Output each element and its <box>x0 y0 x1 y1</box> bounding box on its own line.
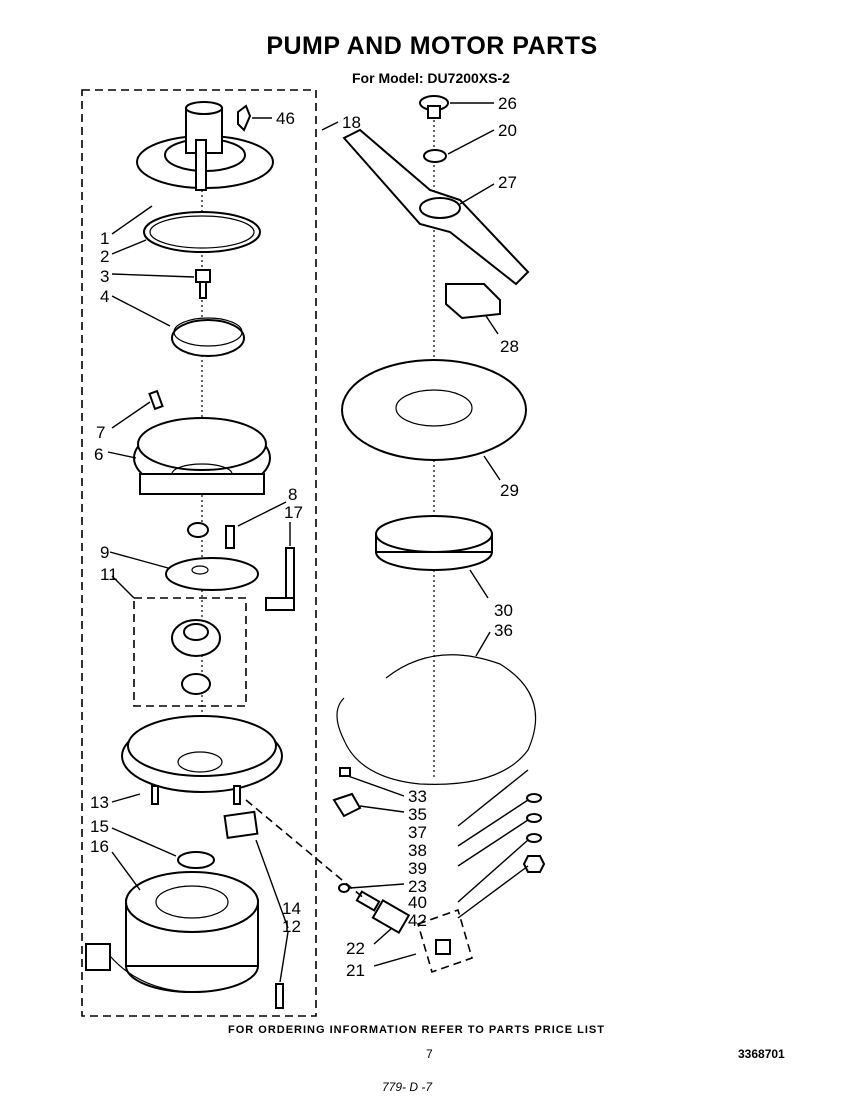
callout-36: 36 <box>494 621 513 640</box>
callout-46: 46 <box>276 109 295 128</box>
callout-labels: 1 2 3 4 7 6 8 17 9 11 13 15 16 14 12 46 … <box>90 94 519 980</box>
washer-38 <box>526 813 542 823</box>
callout-12: 12 <box>282 917 301 936</box>
washer-8 <box>187 522 209 538</box>
pump-housing-top <box>136 101 274 191</box>
cap-26 <box>419 95 449 119</box>
washer-20 <box>423 149 447 163</box>
disc-4 <box>171 319 245 357</box>
clip-46 <box>237 104 252 132</box>
callout-14: 14 <box>282 899 301 918</box>
leader-lines <box>107 102 529 983</box>
grommet-23 <box>338 883 350 893</box>
document-number: 3368701 <box>738 1047 785 1061</box>
bracket-35 <box>332 792 362 818</box>
model-subtitle: For Model: DU7200XS-2 <box>352 70 510 86</box>
filter-disc-29 <box>341 359 527 461</box>
motor-16 <box>85 871 259 993</box>
callout-1: 1 <box>100 229 109 248</box>
clip-28 <box>445 283 501 320</box>
callout-13: 13 <box>90 793 109 812</box>
callout-18: 18 <box>342 113 361 132</box>
clip-21 <box>435 939 451 955</box>
callout-26: 26 <box>498 94 517 113</box>
rod-17 <box>265 547 295 611</box>
page-number: 7 <box>426 1047 433 1061</box>
callout-29: 29 <box>500 481 519 500</box>
screw-8 <box>225 525 235 549</box>
heater-element-36 <box>336 654 537 785</box>
washer-15 <box>177 851 215 869</box>
page-title: PUMP AND MOTOR PARTS <box>266 32 598 60</box>
callout-35: 35 <box>408 805 427 824</box>
washer-37 <box>526 793 542 803</box>
bolt-12 <box>275 983 284 1009</box>
callout-15: 15 <box>90 817 109 836</box>
block-14 <box>223 810 259 839</box>
sensor-22 <box>355 890 411 935</box>
nut-33 <box>339 767 351 777</box>
motor-mount-13 <box>121 715 283 805</box>
callout-7: 7 <box>96 423 105 442</box>
callout-21: 21 <box>346 961 365 980</box>
hub-27 <box>419 197 461 219</box>
callout-27: 27 <box>498 173 517 192</box>
callout-4: 4 <box>100 287 109 306</box>
callout-8: 8 <box>288 485 297 504</box>
pin-7 <box>148 389 164 411</box>
callout-37: 37 <box>408 823 427 842</box>
ordering-note: FOR ORDERING INFORMATION REFER TO PARTS … <box>228 1024 605 1036</box>
callout-38: 38 <box>408 841 427 860</box>
callout-22: 22 <box>346 939 365 958</box>
pump-motor-assembly-boundary <box>81 89 317 1017</box>
callout-6: 6 <box>94 445 103 464</box>
callout-33: 33 <box>408 787 427 806</box>
callout-11: 11 <box>100 565 118 584</box>
callout-28: 28 <box>500 337 519 356</box>
washer-39 <box>526 833 542 843</box>
impeller-group-boundary <box>133 597 247 707</box>
callout-3: 3 <box>100 267 109 286</box>
impeller-11 <box>171 619 221 695</box>
pump-body-6 <box>133 417 271 495</box>
bracket-group-boundary <box>417 908 473 974</box>
nut-40 <box>522 855 546 873</box>
callout-16: 16 <box>90 837 109 856</box>
callout-39: 39 <box>408 859 427 878</box>
callout-9: 9 <box>100 543 109 562</box>
seal-ring-2 <box>143 211 261 253</box>
callout-42: 42 <box>408 911 427 930</box>
callout-23: 23 <box>408 877 427 896</box>
screw-3 <box>195 269 211 299</box>
callout-30: 30 <box>494 601 513 620</box>
callout-2: 2 <box>100 247 109 266</box>
callout-17: 17 <box>284 503 303 522</box>
callout-20: 20 <box>498 121 517 140</box>
callout-40: 40 <box>408 893 427 912</box>
handwritten-note: 779- D -7 <box>382 1080 433 1094</box>
plate-9 <box>165 557 259 591</box>
